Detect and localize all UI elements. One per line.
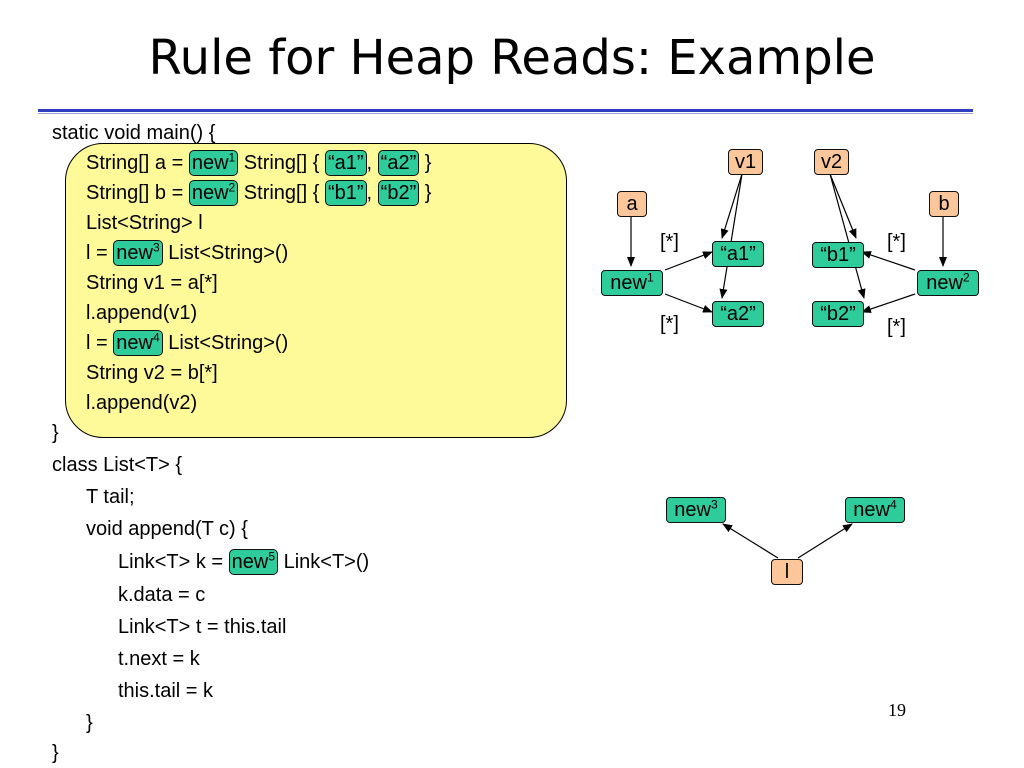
code-line-t-decl: Link<T> t = this.tail (118, 616, 287, 638)
title-rule (38, 109, 973, 112)
edge-l-to-new3 (722, 523, 779, 559)
main-body-highlight (65, 143, 567, 438)
alloc-token-new1: new1 (188, 150, 239, 176)
edge-new1-to-a2 (664, 293, 713, 313)
edge-v2-to-b2 (829, 173, 866, 299)
edge-l-to-new4 (797, 523, 853, 559)
code-line-l-decl: List<String> l (86, 212, 203, 234)
alloc-token-a2: “a2” (377, 150, 420, 176)
field-label-new1-a1: [*] (660, 231, 679, 253)
obj-node-new3: new3 (666, 497, 726, 523)
page-number: 19 (888, 700, 906, 720)
alloc-token-new3: new3 (113, 240, 163, 266)
obj-node-new1: new1 (601, 270, 663, 296)
code-line-main-close: } (52, 422, 59, 444)
alloc-token-b1: “b1” (324, 180, 367, 206)
code-line-append-close: } (86, 712, 93, 734)
edge-v2-to-b1 (829, 173, 857, 239)
alloc-token-b2: “b2” (377, 180, 420, 206)
obj-node-a2: “a2” (712, 301, 764, 327)
alloc-token-new4: new4 (113, 330, 163, 356)
obj-node-new4: new4 (845, 497, 905, 523)
field-label-new2-b1: [*] (887, 231, 906, 253)
code-line-class-open: class List<T> { (52, 454, 183, 476)
edge-new2-to-b1 (861, 251, 916, 271)
code-line-l-new4: l = new4 List<String>() (86, 330, 289, 356)
title-rule-shadow (38, 113, 973, 114)
edge-v1-to-a2 (719, 173, 743, 299)
edge-v1-to-a1 (720, 173, 743, 239)
var-node-a: a (617, 191, 647, 217)
field-label-new2-b2: [*] (887, 316, 906, 338)
code-line-t-next: t.next = k (118, 648, 200, 670)
alloc-token-new2: new2 (188, 180, 239, 206)
obj-node-b1: “b1” (812, 242, 864, 268)
alloc-token-a1: “a1” (324, 150, 367, 176)
code-line-class-close: } (52, 742, 59, 764)
var-node-v2: v2 (814, 149, 849, 175)
field-label-new1-a2: [*] (660, 313, 679, 335)
code-line-append1: l.append(v1) (86, 302, 198, 324)
code-line-b-decl: String[] b = new2 String[] { “b1”, “b2” … (86, 180, 432, 206)
code-line-tail-field: T tail; (86, 486, 135, 508)
edge-new1-to-a1 (664, 251, 713, 271)
code-line-link-new: Link<T> k = new5 Link<T>() (118, 549, 370, 575)
code-line-l-new3: l = new3 List<String>() (86, 240, 289, 266)
code-line-v2-read: String v2 = b[*] (86, 362, 218, 384)
code-line-k-data: k.data = c (118, 584, 206, 606)
var-node-v1: v1 (728, 149, 763, 175)
alloc-token-new5: new5 (228, 549, 279, 575)
obj-node-new2: new2 (917, 270, 979, 296)
obj-node-a1: “a1” (712, 241, 764, 267)
var-node-l: l (771, 559, 803, 585)
page-title: Rule for Heap Reads: Example (148, 30, 876, 86)
code-line-v1-read: String v1 = a[*] (86, 272, 218, 294)
edge-new2-to-b2 (861, 293, 916, 313)
code-line-tail-assign: this.tail = k (118, 680, 214, 702)
code-line-append-open: void append(T c) { (86, 518, 248, 540)
obj-node-b2: “b2” (812, 301, 864, 327)
var-node-b: b (929, 191, 959, 217)
code-line-a-decl: String[] a = new1 String[] { “a1”, “a2” … (86, 150, 432, 176)
code-line-append2: l.append(v2) (86, 392, 198, 414)
code-line-main-open: static void main() { (52, 122, 216, 144)
